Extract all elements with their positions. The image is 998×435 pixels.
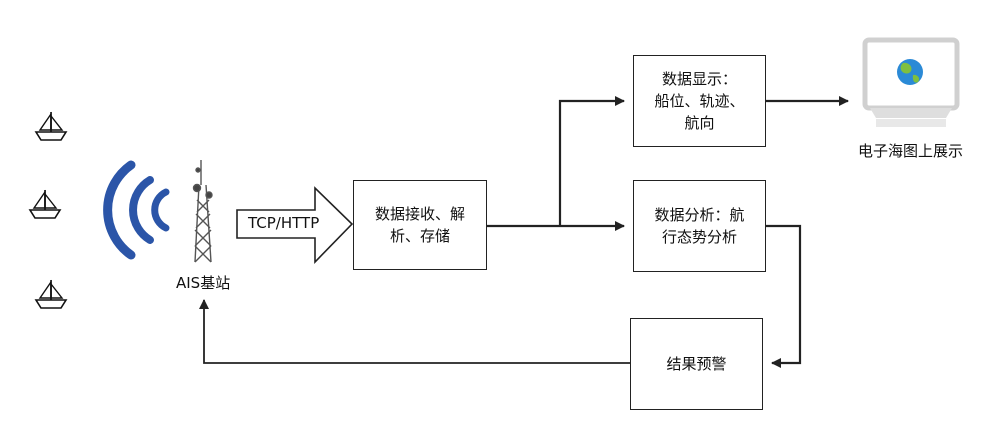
ship-icon xyxy=(34,111,68,141)
receive-box: 数据接收、解 析、存储 xyxy=(353,180,487,270)
warning-line-1: 结果预警 xyxy=(666,355,727,373)
tcp-http-arrow xyxy=(236,186,354,264)
analysis-box: 数据分析：航 行态势分析 xyxy=(633,180,766,272)
ship-icon xyxy=(28,189,62,219)
analysis-line-1: 数据分析：航 xyxy=(654,206,745,224)
screen-label: 电子海图上展示 xyxy=(858,142,964,160)
display-line-2: 船位、轨迹、 xyxy=(654,92,745,110)
receive-line-1: 数据接收、解 xyxy=(374,205,465,223)
connector-to-display xyxy=(558,96,625,226)
display-line-1: 数据显示： xyxy=(661,70,737,88)
monitor-icon xyxy=(862,37,960,127)
protocol-label: TCP/HTTP xyxy=(248,214,320,232)
display-box: 数据显示： 船位、轨迹、 航向 xyxy=(633,55,766,147)
warning-box: 结果预警 xyxy=(630,318,763,410)
connector-analysis-warning xyxy=(766,224,802,368)
connector-warning-station xyxy=(199,299,630,364)
signal-wave-icon xyxy=(103,160,170,260)
receive-line-2: 析、存储 xyxy=(389,227,450,245)
ship-icon xyxy=(34,279,68,309)
globe-icon xyxy=(897,59,923,85)
station-label: AIS基站 xyxy=(176,274,231,292)
radio-tower-icon xyxy=(192,160,213,263)
display-line-3: 航向 xyxy=(684,114,715,132)
analysis-line-2: 行态势分析 xyxy=(661,228,737,246)
